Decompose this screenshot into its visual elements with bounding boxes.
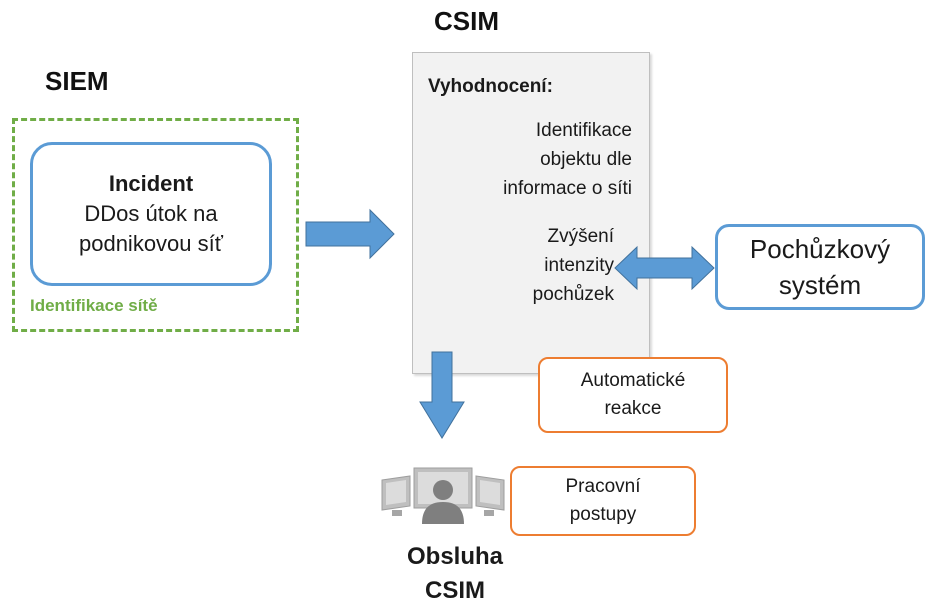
incident-line1: DDos útok na <box>84 201 218 226</box>
csim-panel <box>412 52 650 374</box>
evaluation-item1-line1: Identifikace <box>535 120 632 141</box>
evaluation-item2-line1: Zvýšení <box>547 226 614 247</box>
incident-line2: podnikovou síť <box>78 231 223 256</box>
evaluation-item2-line2: intenzity <box>544 255 614 276</box>
evaluation-item-identification: Identifikace objektu dle informace o sít… <box>462 116 632 203</box>
procedures-line1: Pracovní <box>565 476 641 497</box>
double-arrow-icon <box>614 245 715 291</box>
automatic-line1: Automatické <box>580 370 686 391</box>
evaluation-title: Vyhodnocení: <box>428 76 553 97</box>
network-identification-label: Identifikace sítě <box>30 296 158 315</box>
evaluation-item2-line3: pochůzek <box>532 284 614 305</box>
siem-region <box>12 118 299 332</box>
arrow-down-icon <box>419 351 465 439</box>
siem-title: SIEM <box>45 66 109 96</box>
operator-line1: Obsluha <box>406 543 503 570</box>
operator-line2: CSIM <box>425 577 485 604</box>
operator-workstation-icon <box>381 467 505 524</box>
incident-box: Incident DDos útok na podnikovou síť <box>30 142 272 286</box>
automatic-line2: reakce <box>604 398 662 419</box>
evaluation-item1-line3: informace o síti <box>503 178 632 199</box>
arrow-right-icon <box>305 208 395 260</box>
procedures-line2: postupy <box>569 504 637 525</box>
incident-heading: Incident <box>108 171 194 196</box>
work-procedures-box: Pracovní postupy <box>510 466 696 536</box>
patrol-system-box: Pochůzkový systém <box>715 224 925 310</box>
evaluation-item1-line2: objektu dle <box>540 149 632 170</box>
automatic-reactions-box: Automatické reakce <box>538 357 728 433</box>
evaluation-item-patrols: Zvýšení intenzity pochůzek <box>472 222 614 309</box>
patrol-line1: Pochůzkový <box>749 234 891 264</box>
operator-label: Obsluha CSIM <box>375 540 535 608</box>
csim-title: CSIM <box>434 6 499 36</box>
patrol-line2: systém <box>778 270 862 300</box>
